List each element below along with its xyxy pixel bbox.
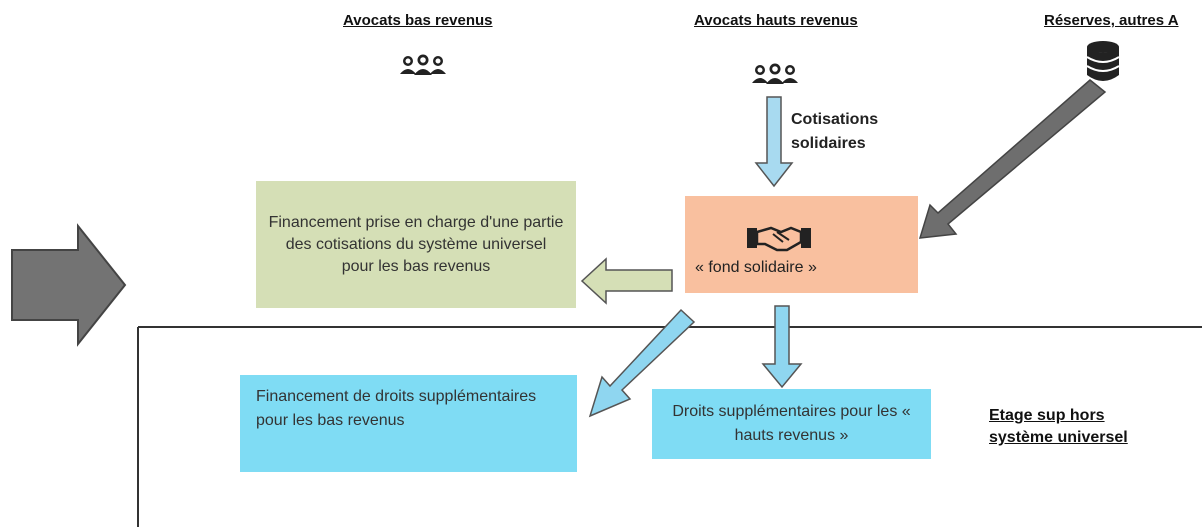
fund-label: « fond solidaire »	[695, 259, 817, 276]
people-group-icon	[752, 63, 798, 84]
to-low-income-rights-arrow	[588, 308, 696, 418]
to-high-income-rights-arrow	[761, 305, 803, 389]
header-reserves: Réserves, autres A	[1044, 12, 1179, 29]
low-income-contributions-financing-box: Financement prise en charge d'une partie…	[256, 181, 576, 308]
contributions-label-line2: solidaires	[791, 135, 866, 152]
contributions-arrow	[754, 96, 794, 188]
low-income-rights-financing-box: Financement de droits supplémentaires po…	[240, 375, 577, 472]
people-group-icon	[400, 54, 446, 75]
header-high-income: Avocats hauts revenus	[694, 12, 858, 29]
green-box-text: Financement prise en charge d'une partie…	[268, 213, 564, 275]
tier-label: Etage sup hors système universel	[989, 405, 1128, 449]
header-low-income: Avocats bas revenus	[343, 12, 493, 29]
blue-left-box-text: Financement de droits supplémentaires po…	[256, 388, 537, 429]
high-income-rights-box: Droits supplémentaires pour les « hauts …	[652, 389, 931, 459]
solidarity-fund-box: « fond solidaire »	[685, 196, 918, 293]
contributions-label-line1: Cotisations	[791, 111, 879, 128]
tier-label-line2: système universel	[989, 429, 1128, 446]
handshake-icon	[747, 226, 811, 252]
to-green-box-arrow	[580, 257, 673, 305]
contributions-label: Cotisations solidaires	[791, 108, 878, 156]
tier-label-line1: Etage sup hors	[989, 407, 1105, 424]
large-entry-arrow	[11, 223, 127, 347]
blue-right-box-text: Droits supplémentaires pour les « hauts …	[672, 403, 911, 444]
reserves-arrow	[918, 79, 1107, 239]
database-icon	[1086, 41, 1120, 81]
